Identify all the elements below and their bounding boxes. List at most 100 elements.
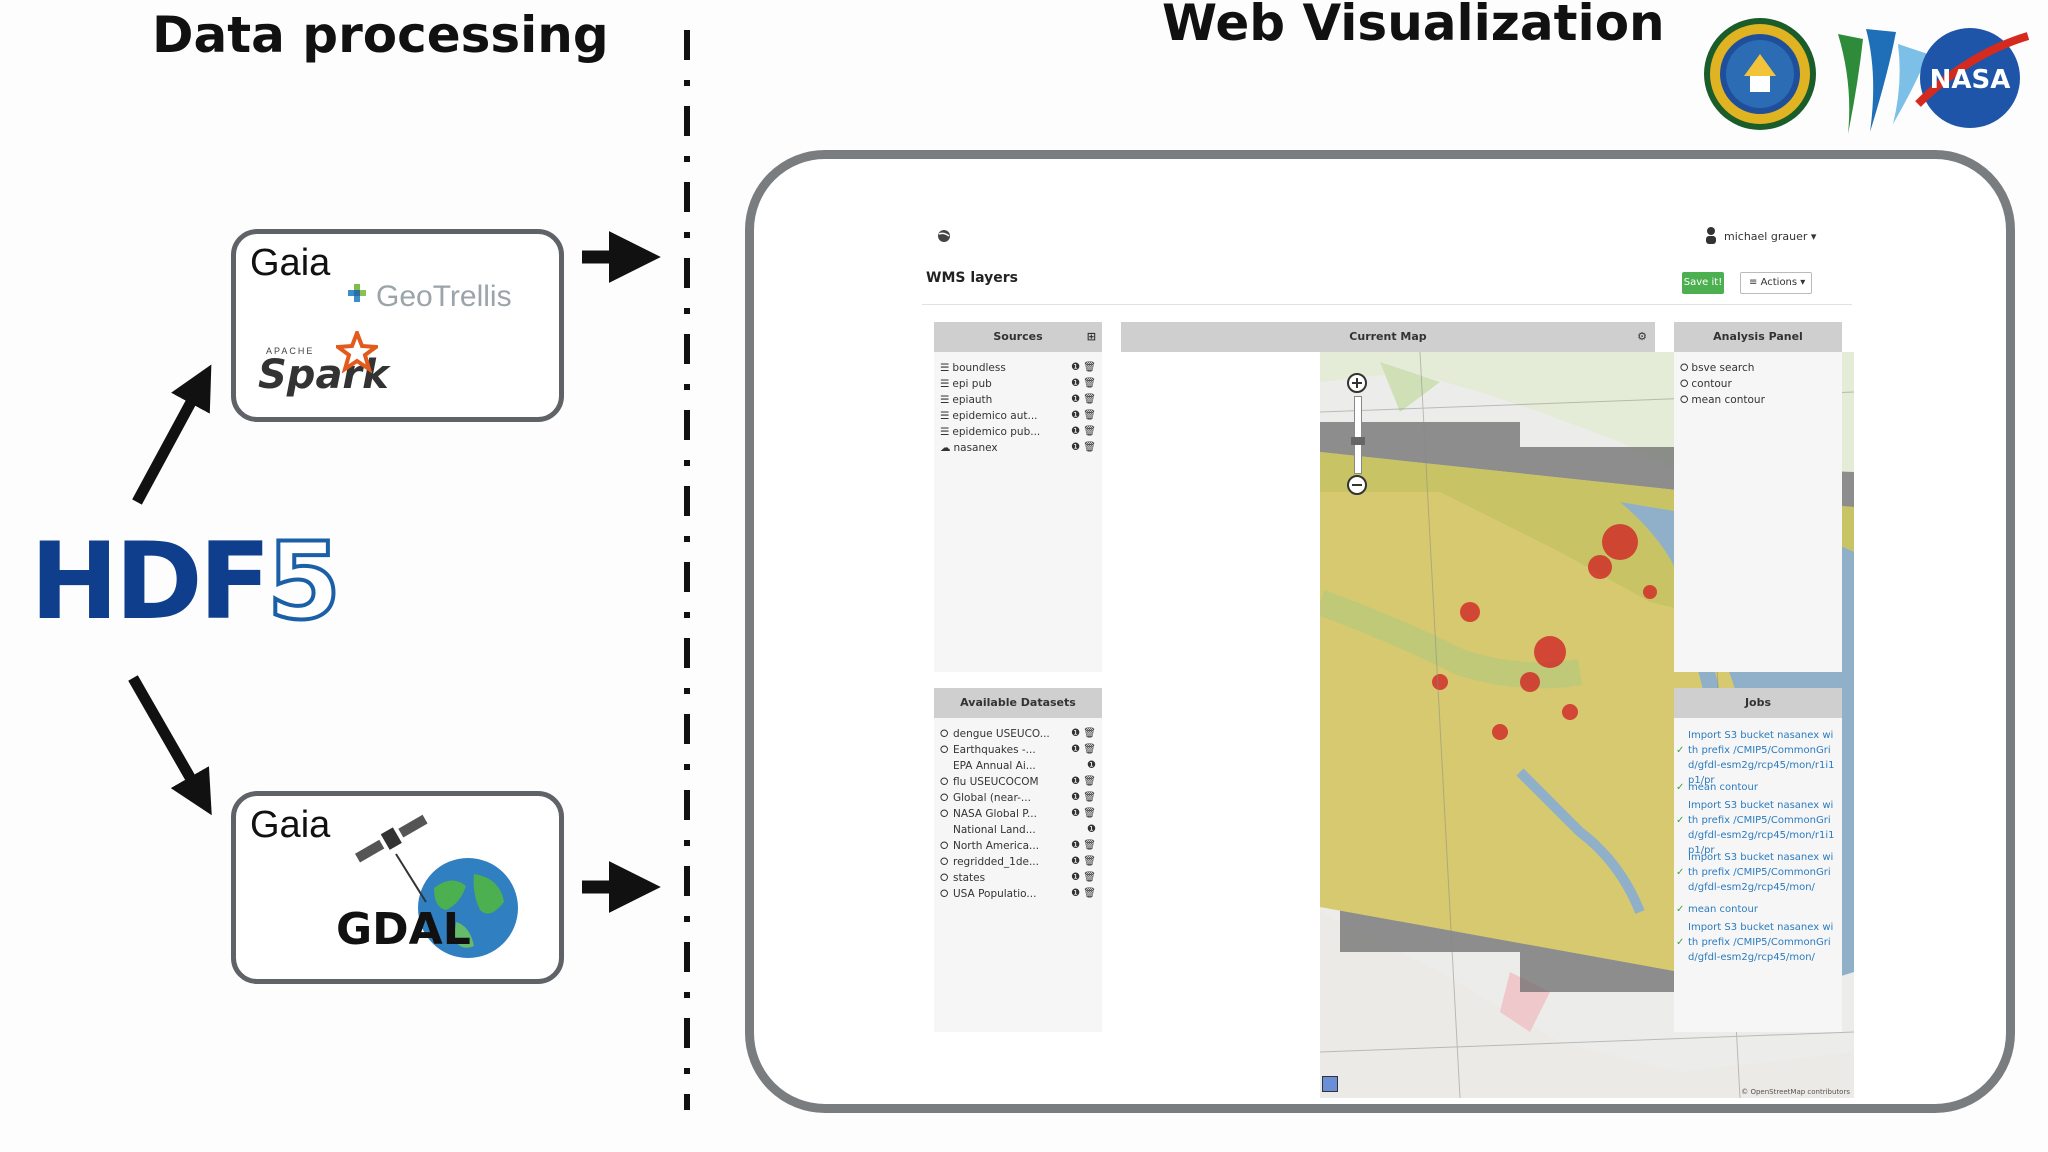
add-source-icon[interactable]: ⊞ <box>1086 330 1096 343</box>
dataset-item[interactable]: ⭘ Earthquakes -... ❶ 🗑 <box>940 744 1102 757</box>
job-item-label: mean contour <box>1688 904 1758 915</box>
analysis-item[interactable]: ⭘contour <box>1680 378 1732 391</box>
info-icon[interactable]: ❶ <box>1071 856 1084 867</box>
spark-apache-label: APACHE <box>266 346 315 356</box>
dataset-radio-icon[interactable]: ⭘ <box>940 840 949 852</box>
user-menu[interactable]: michael grauer ▾ <box>1724 230 1816 243</box>
trash-icon[interactable]: 🗑 <box>1083 394 1096 405</box>
trash-icon[interactable]: 🗑 <box>1083 426 1096 437</box>
trash-icon[interactable]: 🗑 <box>1083 776 1096 787</box>
trash-icon[interactable]: 🗑 <box>1083 808 1096 819</box>
dataset-radio-icon[interactable]: ⭘ <box>940 776 949 788</box>
globe-icon[interactable] <box>936 228 952 244</box>
analysis-item[interactable]: ⭘mean contour <box>1680 394 1765 407</box>
info-icon[interactable]: ❶ <box>1071 728 1084 739</box>
trash-icon[interactable]: 🗑 <box>1083 840 1096 851</box>
dataset-item-label: USA Populatio... <box>953 888 1037 900</box>
dataset-item[interactable]: ⭘North America...❶ 🗑 <box>940 840 1102 853</box>
info-icon[interactable]: ❶ <box>1071 744 1084 755</box>
dataset-item-label: Earthquakes -... <box>953 744 1036 756</box>
dataset-item[interactable]: EPA Annual Ai...❶ <box>940 760 1102 772</box>
actions-dropdown[interactable]: ≡ Actions ▾ <box>1740 272 1812 294</box>
dataset-radio-icon[interactable]: ⭘ <box>940 728 949 740</box>
dataset-item[interactable]: ⭘ USA Populatio... ❶ 🗑 <box>940 888 1102 901</box>
dataset-radio-icon[interactable]: ⭘ <box>940 888 949 900</box>
datasets-header: Available Datasets <box>934 688 1102 718</box>
analysis-radio-icon[interactable]: ⭘ <box>1680 394 1689 406</box>
dataset-radio-icon[interactable]: ⭘ <box>940 808 949 820</box>
save-button[interactable]: Save it! <box>1682 272 1724 294</box>
sources-header-label: Sources <box>993 330 1043 343</box>
info-icon[interactable]: ❶ <box>1087 760 1096 771</box>
layer-swatch[interactable] <box>1322 1076 1338 1092</box>
job-item[interactable]: ✓mean contour <box>1676 780 1836 795</box>
info-icon[interactable]: ❶ <box>1071 442 1084 453</box>
info-icon[interactable]: ❶ <box>1087 824 1096 835</box>
dataset-item[interactable]: National Land...❶ <box>940 824 1102 836</box>
dataset-item[interactable]: ⭘Global (near-...❶ 🗑 <box>940 792 1102 805</box>
trash-icon[interactable]: 🗑 <box>1083 888 1096 899</box>
job-item[interactable]: ✓Import S3 bucket nasanex with prefix /C… <box>1676 850 1836 895</box>
trash-icon[interactable]: 🗑 <box>1083 728 1096 739</box>
trash-icon[interactable]: 🗑 <box>1083 872 1096 883</box>
trash-icon[interactable]: 🗑 <box>1083 856 1096 867</box>
analysis-radio-icon[interactable]: ⭘ <box>1680 378 1689 390</box>
job-item[interactable]: ✓Import S3 bucket nasanex with prefix /C… <box>1676 728 1836 788</box>
hdf5-logo-digit: 5 <box>265 518 343 645</box>
info-icon[interactable]: ❶ <box>1071 888 1084 899</box>
analysis-item[interactable]: ⭘bsve search <box>1680 362 1754 375</box>
current-map-panel: Current Map ⚙ <box>1121 322 1854 1098</box>
trash-icon[interactable]: 🗑 <box>1083 792 1096 803</box>
info-icon[interactable]: ❶ <box>1071 872 1084 883</box>
check-icon: ✓ <box>1676 937 1685 948</box>
dataset-item[interactable]: ⭘dengue USEUCO...❶ 🗑 <box>940 728 1102 741</box>
zoom-slider[interactable] <box>1351 396 1365 474</box>
analysis-radio-icon[interactable]: ⭘ <box>1680 362 1689 374</box>
job-item[interactable]: ✓Import S3 bucket nasanex with prefix /C… <box>1676 920 1836 965</box>
row-actions: ❶ 🗑 <box>1071 840 1096 851</box>
info-icon[interactable]: ❶ <box>1071 792 1084 803</box>
row-actions: ❶ 🗑 <box>1071 888 1096 899</box>
zoom-in-button[interactable] <box>1346 372 1368 394</box>
trash-icon[interactable]: 🗑 <box>1083 442 1096 453</box>
trash-icon[interactable]: 🗑 <box>1083 362 1096 373</box>
info-icon[interactable]: ❶ <box>1071 378 1084 389</box>
dataset-radio-icon[interactable]: ⭘ <box>940 744 949 756</box>
trash-icon[interactable]: 🗑 <box>1083 744 1096 755</box>
info-icon[interactable]: ❶ <box>1071 426 1084 437</box>
dataset-item[interactable]: ⭘regridded_1de...❶ 🗑 <box>940 856 1102 869</box>
source-item-label: epidemico pub... <box>952 426 1041 438</box>
info-icon[interactable]: ❶ <box>1071 776 1084 787</box>
actions-label: Actions <box>1760 277 1798 288</box>
dataset-radio-icon[interactable]: ⭘ <box>940 792 949 804</box>
dataset-radio-icon[interactable]: ⭘ <box>940 856 949 868</box>
page-title: WMS layers <box>926 270 1019 286</box>
source-item-label: nasanex <box>953 442 998 454</box>
info-icon[interactable]: ❶ <box>1071 410 1084 421</box>
check-icon: ✓ <box>1676 782 1685 793</box>
job-item[interactable]: ✓mean contour <box>1676 902 1836 917</box>
trash-icon[interactable]: 🗑 <box>1083 378 1096 389</box>
info-icon[interactable]: ❶ <box>1071 394 1084 405</box>
arrow-hdf5-to-gaia-top <box>132 364 212 505</box>
job-item[interactable]: ✓Import S3 bucket nasanex with prefix /C… <box>1676 798 1836 858</box>
zoom-out-button[interactable] <box>1346 474 1368 496</box>
source-item[interactable]: ☰epidemico aut...❶ 🗑 <box>940 410 1102 422</box>
source-item[interactable]: ☰epidemico pub...❶ 🗑 <box>940 426 1102 438</box>
zoom-slider-handle[interactable] <box>1351 437 1365 445</box>
dataset-radio-icon[interactable]: ⭘ <box>940 872 949 884</box>
info-icon[interactable]: ❶ <box>1071 362 1084 373</box>
info-icon[interactable]: ❶ <box>1071 840 1084 851</box>
row-actions: ❶ 🗑 <box>1071 856 1096 867</box>
info-icon[interactable]: ❶ <box>1071 808 1084 819</box>
trash-icon[interactable]: 🗑 <box>1083 410 1096 421</box>
database-icon: ☰ <box>940 378 950 390</box>
dataset-item[interactable]: ⭘NASA Global P...❶ 🗑 <box>940 808 1102 821</box>
settings-gear-icon[interactable]: ⚙ <box>1637 330 1647 343</box>
